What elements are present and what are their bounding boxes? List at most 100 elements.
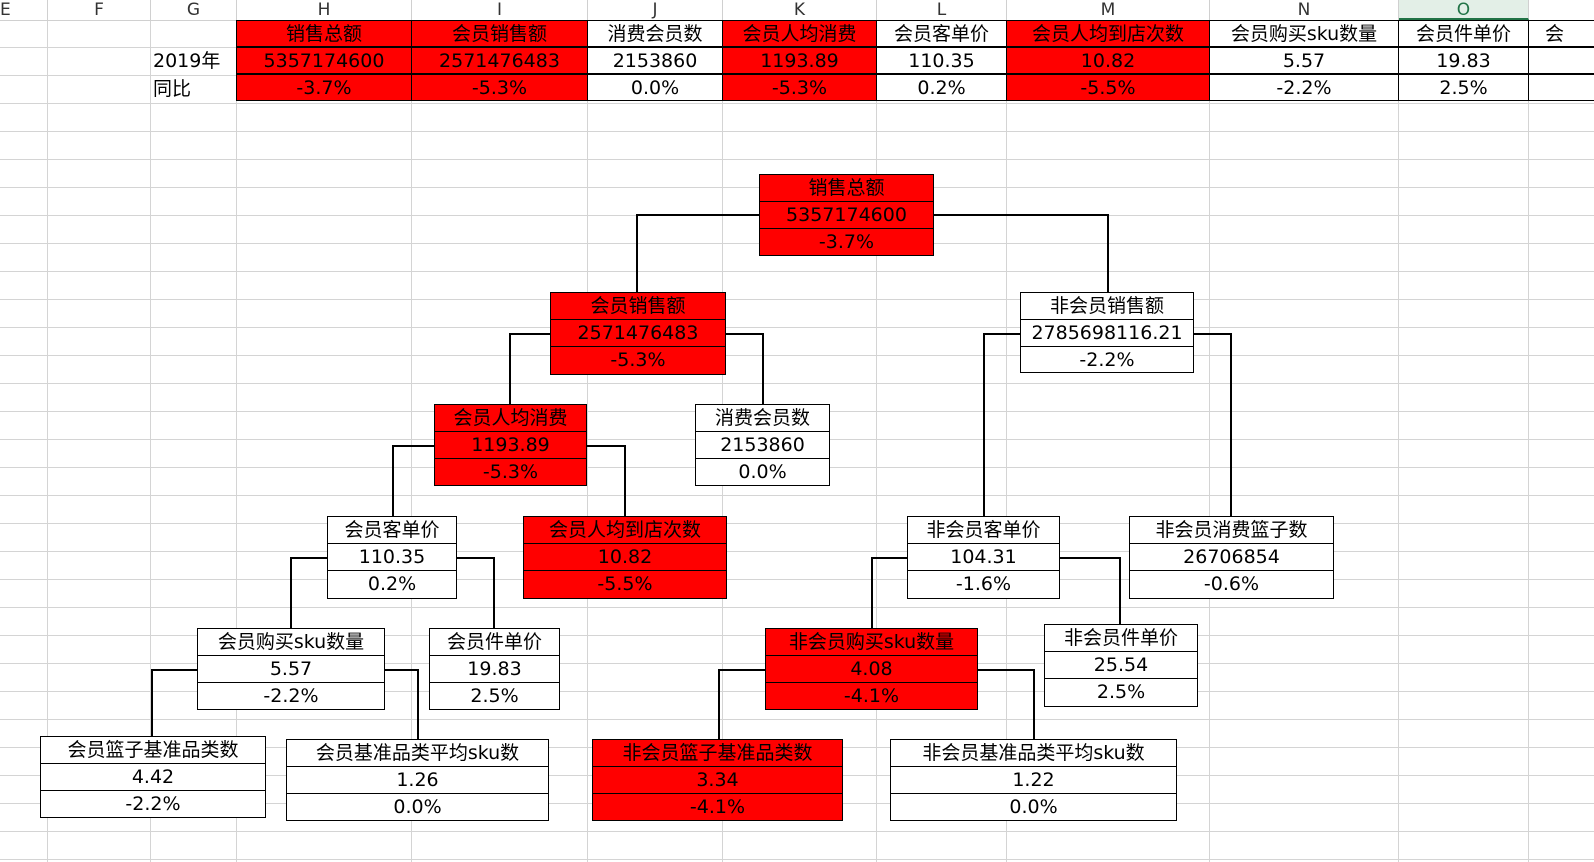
node-value: 1.26 bbox=[287, 767, 548, 794]
yoy-row-label[interactable]: 同比 bbox=[153, 78, 192, 100]
tree-node-non-member-sku-qty[interactable]: 非会员购买sku数量 4.08 -4.1% bbox=[765, 628, 978, 710]
column-header-e[interactable]: E bbox=[0, 0, 48, 20]
node-value: 2571476483 bbox=[551, 320, 725, 347]
node-label: 会员销售额 bbox=[551, 293, 725, 320]
column-header-h[interactable]: H bbox=[237, 0, 412, 20]
summary-value-member-sales[interactable]: 2571476483 bbox=[411, 47, 588, 74]
summary-header-member-sales[interactable]: 会员销售额 bbox=[411, 20, 588, 47]
summary-header-member-sku-qty[interactable]: 会员购买sku数量 bbox=[1209, 20, 1399, 47]
summary-header-member-visits[interactable]: 会员人均到店次数 bbox=[1006, 20, 1210, 47]
node-yoy: 0.0% bbox=[393, 796, 442, 818]
node-label: 会员人均消费 bbox=[435, 405, 586, 432]
summary-yoy-total-sales[interactable]: -3.7% bbox=[236, 74, 412, 101]
column-header-k[interactable]: K bbox=[723, 0, 877, 20]
node-label: 会员购买sku数量 bbox=[198, 629, 384, 656]
node-value: 19.83 bbox=[430, 656, 559, 683]
tree-node-total-sales[interactable]: 销售总额 5357174600 -3.7% bbox=[759, 174, 934, 256]
tree-node-member-basket-categories[interactable]: 会员篮子基准品类数 4.42 -2.2% bbox=[40, 736, 266, 818]
column-header-m[interactable]: M bbox=[1007, 0, 1210, 20]
node-label: 非会员销售额 bbox=[1021, 293, 1193, 320]
tree-node-member-visits[interactable]: 会员人均到店次数 10.82 -5.5% bbox=[523, 516, 727, 599]
tree-node-member-avg-spend[interactable]: 会员人均消费 1193.89 -5.3% bbox=[434, 404, 587, 486]
node-value: 104.31 bbox=[908, 544, 1059, 571]
node-label: 会员基准品类平均sku数 bbox=[287, 740, 548, 767]
summary-header-total-sales[interactable]: 销售总额 bbox=[236, 20, 412, 47]
summary-yoy-member-sku-qty[interactable]: -2.2% bbox=[1209, 74, 1399, 101]
node-value: 4.42 bbox=[41, 764, 265, 791]
summary-yoy-member-visits[interactable]: -5.5% bbox=[1006, 74, 1210, 101]
node-yoy: 0.0% bbox=[1009, 796, 1058, 818]
node-yoy: 0.0% bbox=[738, 461, 787, 483]
node-value: 25.54 bbox=[1045, 652, 1197, 679]
node-value: 1.22 bbox=[891, 767, 1176, 794]
summary-value-total-sales[interactable]: 5357174600 bbox=[236, 47, 412, 74]
node-yoy: 2.5% bbox=[470, 685, 519, 707]
column-header-i[interactable]: I bbox=[412, 0, 588, 20]
node-yoy: -4.1% bbox=[843, 685, 900, 707]
node-value: 110.35 bbox=[328, 544, 456, 571]
column-header-f[interactable]: F bbox=[48, 0, 151, 20]
tree-node-non-member-basket-categories[interactable]: 非会员篮子基准品类数 3.34 -4.1% bbox=[592, 739, 843, 821]
node-label: 销售总额 bbox=[760, 175, 933, 202]
tree-node-consuming-members[interactable]: 消费会员数 2153860 0.0% bbox=[695, 404, 830, 486]
node-label: 非会员基准品类平均sku数 bbox=[891, 740, 1176, 767]
node-value: 4.08 bbox=[766, 656, 977, 683]
tree-node-non-member-avg-sku-per-category[interactable]: 非会员基准品类平均sku数 1.22 0.0% bbox=[890, 739, 1177, 821]
node-label: 非会员购买sku数量 bbox=[766, 629, 977, 656]
summary-header-consuming-members[interactable]: 消费会员数 bbox=[587, 20, 723, 47]
column-header-o[interactable]: O bbox=[1399, 0, 1529, 20]
summary-value-truncated[interactable] bbox=[1528, 47, 1594, 74]
tree-node-member-ticket[interactable]: 会员客单价 110.35 0.2% bbox=[327, 516, 457, 599]
summary-value-member-avg-spend[interactable]: 1193.89 bbox=[722, 47, 877, 74]
node-yoy: -5.3% bbox=[482, 461, 539, 483]
node-yoy: -3.7% bbox=[818, 231, 875, 253]
summary-header-truncated[interactable]: 会 bbox=[1528, 20, 1594, 47]
tree-node-member-unit-price[interactable]: 会员件单价 19.83 2.5% bbox=[429, 628, 560, 710]
node-yoy: -2.2% bbox=[263, 685, 319, 707]
node-label: 会员客单价 bbox=[328, 517, 456, 544]
summary-yoy-member-unit-price[interactable]: 2.5% bbox=[1398, 74, 1529, 101]
node-value: 5357174600 bbox=[760, 202, 933, 229]
summary-value-consuming-members[interactable]: 2153860 bbox=[587, 47, 723, 74]
node-value: 1193.89 bbox=[435, 432, 586, 459]
tree-node-non-member-ticket[interactable]: 非会员客单价 104.31 -1.6% bbox=[907, 516, 1060, 599]
year-row-label[interactable]: 2019年 bbox=[153, 50, 221, 72]
summary-yoy-consuming-members[interactable]: 0.0% bbox=[587, 74, 723, 101]
node-yoy: -2.2% bbox=[125, 793, 181, 815]
summary-header-member-avg-spend[interactable]: 会员人均消费 bbox=[722, 20, 877, 47]
tree-node-member-sales[interactable]: 会员销售额 2571476483 -5.3% bbox=[550, 292, 726, 375]
summary-yoy-member-sales[interactable]: -5.3% bbox=[411, 74, 588, 101]
node-label: 会员件单价 bbox=[430, 629, 559, 656]
column-header-l[interactable]: L bbox=[877, 0, 1007, 20]
tree-node-member-avg-sku-per-category[interactable]: 会员基准品类平均sku数 1.26 0.0% bbox=[286, 739, 549, 821]
node-yoy: -5.3% bbox=[610, 349, 666, 371]
column-header-n[interactable]: N bbox=[1210, 0, 1399, 20]
node-label: 消费会员数 bbox=[696, 405, 829, 432]
summary-yoy-member-ticket[interactable]: 0.2% bbox=[876, 74, 1007, 101]
node-yoy: -4.1% bbox=[689, 796, 746, 818]
summary-yoy-member-avg-spend[interactable]: -5.3% bbox=[722, 74, 877, 101]
column-header-j[interactable]: J bbox=[588, 0, 723, 20]
node-label: 非会员件单价 bbox=[1045, 625, 1197, 652]
node-yoy: -2.2% bbox=[1079, 349, 1135, 371]
summary-header-member-unit-price[interactable]: 会员件单价 bbox=[1398, 20, 1529, 47]
tree-node-member-sku-qty[interactable]: 会员购买sku数量 5.57 -2.2% bbox=[197, 628, 385, 710]
node-value: 2153860 bbox=[696, 432, 829, 459]
summary-yoy-truncated[interactable] bbox=[1528, 74, 1594, 101]
node-value: 10.82 bbox=[524, 544, 726, 571]
node-yoy: 0.2% bbox=[367, 573, 417, 595]
tree-node-non-member-baskets[interactable]: 非会员消费篮子数 26706854 -0.6% bbox=[1129, 516, 1334, 599]
node-value: 3.34 bbox=[593, 767, 842, 794]
summary-value-member-sku-qty[interactable]: 5.57 bbox=[1209, 47, 1399, 74]
tree-node-non-member-unit-price[interactable]: 非会员件单价 25.54 2.5% bbox=[1044, 624, 1198, 707]
node-label: 非会员客单价 bbox=[908, 517, 1059, 544]
summary-value-member-visits[interactable]: 10.82 bbox=[1006, 47, 1210, 74]
column-header-g[interactable]: G bbox=[151, 0, 237, 20]
node-yoy: 2.5% bbox=[1096, 681, 1146, 703]
summary-value-member-ticket[interactable]: 110.35 bbox=[876, 47, 1007, 74]
node-label: 会员人均到店次数 bbox=[524, 517, 726, 544]
summary-value-member-unit-price[interactable]: 19.83 bbox=[1398, 47, 1529, 74]
node-label: 非会员消费篮子数 bbox=[1130, 517, 1333, 544]
tree-node-non-member-sales[interactable]: 非会员销售额 2785698116.21 -2.2% bbox=[1020, 292, 1194, 373]
